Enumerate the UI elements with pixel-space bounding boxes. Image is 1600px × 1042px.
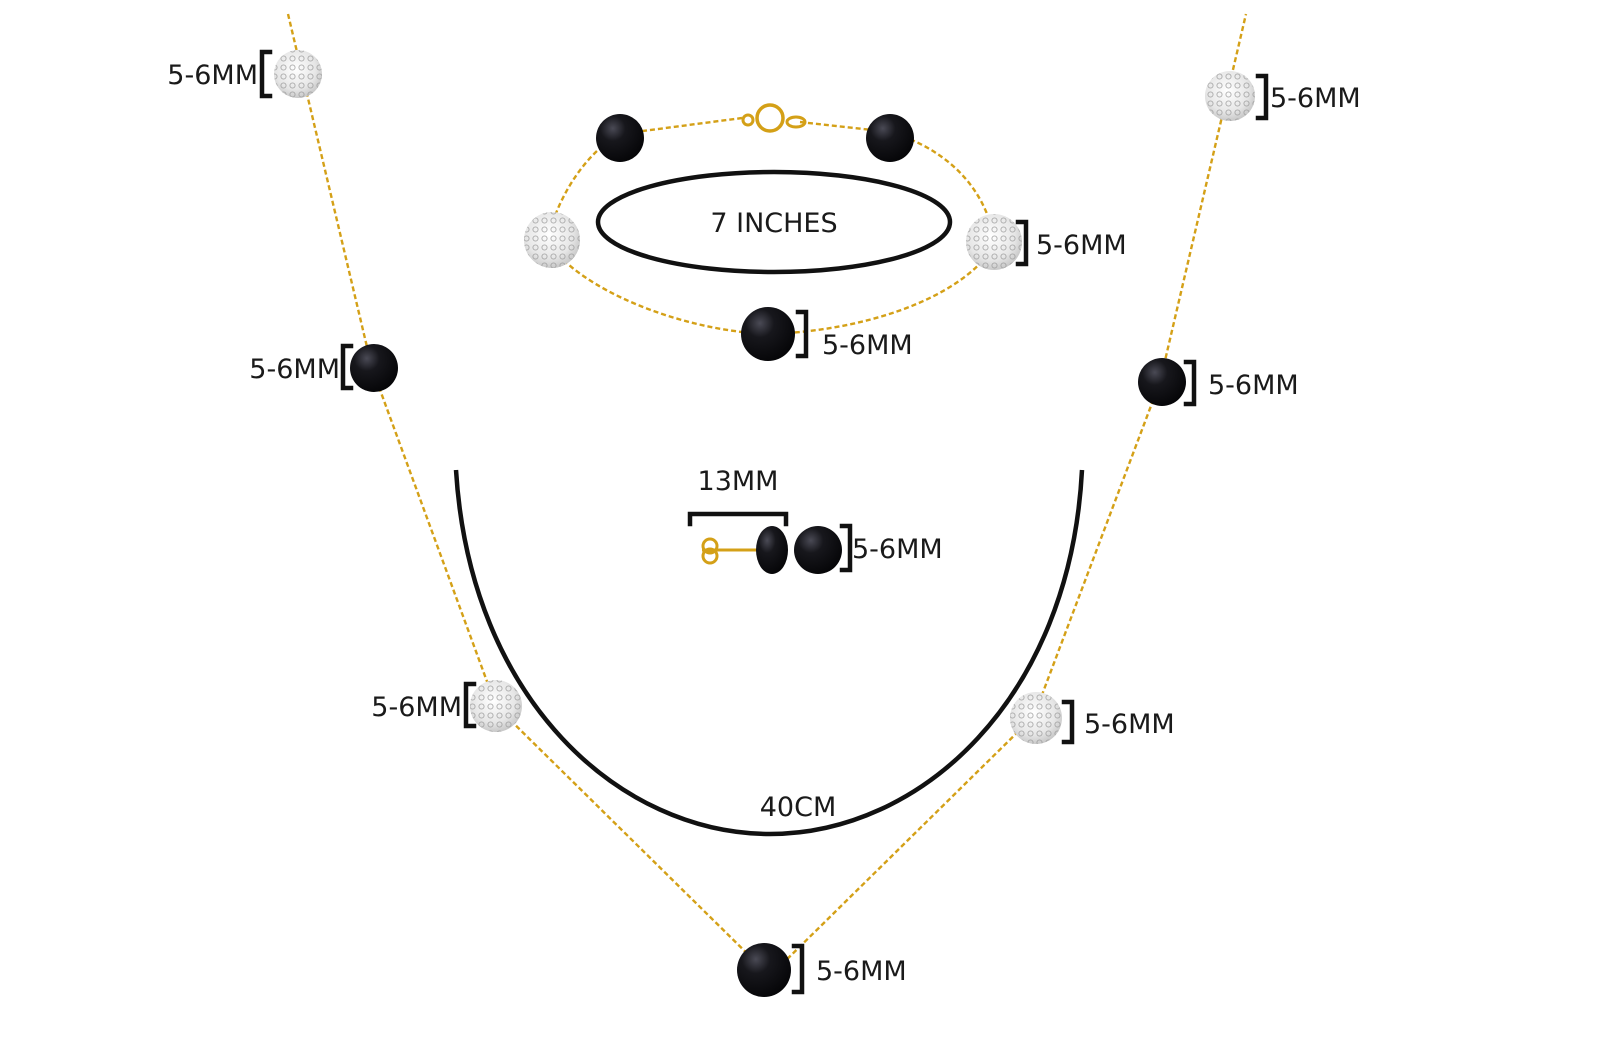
size-bracket bbox=[463, 681, 477, 729]
bead-size-label: 5-6MM bbox=[167, 60, 258, 91]
bead-size-label: 5-6MM bbox=[1084, 709, 1175, 740]
bracelet-clasp-icon bbox=[741, 103, 807, 133]
necklace-length-label: 40CM bbox=[760, 792, 837, 823]
black-pearl-bead bbox=[350, 344, 398, 392]
necklace-length-arc bbox=[453, 469, 1085, 837]
earring-length-label: 13MM bbox=[698, 466, 779, 497]
size-bracket bbox=[791, 943, 805, 995]
crystal-bead bbox=[274, 50, 322, 98]
bracelet-length-label: 7 INCHES bbox=[710, 208, 837, 239]
crystal-bead bbox=[1010, 692, 1062, 744]
crystal-bead bbox=[1205, 71, 1255, 121]
size-bracket bbox=[1061, 699, 1075, 745]
size-bracket bbox=[1183, 359, 1197, 407]
crystal-bead bbox=[966, 214, 1022, 270]
size-bracket bbox=[340, 343, 354, 391]
necklace-chain bbox=[286, 13, 1248, 977]
bead-size-label: 5-6MM bbox=[1208, 370, 1299, 401]
size-bracket bbox=[795, 309, 809, 359]
crystal-bead bbox=[524, 212, 580, 268]
black-pearl-bead bbox=[737, 943, 791, 997]
black-pearl-bead bbox=[741, 307, 795, 361]
bead-size-label: 5-6MM bbox=[249, 354, 340, 385]
black-pearl-bead bbox=[1138, 358, 1186, 406]
bead-size-label: 5-6MM bbox=[1270, 83, 1361, 114]
size-bracket bbox=[1015, 219, 1029, 267]
bead-size-label: 5-6MM bbox=[852, 534, 943, 565]
earring-length-bracket bbox=[687, 511, 789, 527]
bead-size-label: 5-6MM bbox=[371, 692, 462, 723]
earring-stud bbox=[701, 526, 788, 574]
bracelet-length-oval bbox=[595, 169, 953, 275]
bead-size-label: 5-6MM bbox=[822, 330, 913, 361]
earring-pearl bbox=[794, 526, 842, 574]
crystal-bead bbox=[470, 680, 522, 732]
size-bracket bbox=[259, 49, 273, 99]
bead-size-label: 5-6MM bbox=[1036, 230, 1127, 261]
black-pearl-bead bbox=[866, 114, 914, 162]
bead-size-label: 5-6MM bbox=[816, 956, 907, 987]
size-bracket bbox=[1255, 73, 1269, 121]
size-bracket bbox=[839, 523, 853, 573]
black-pearl-bead bbox=[596, 114, 644, 162]
